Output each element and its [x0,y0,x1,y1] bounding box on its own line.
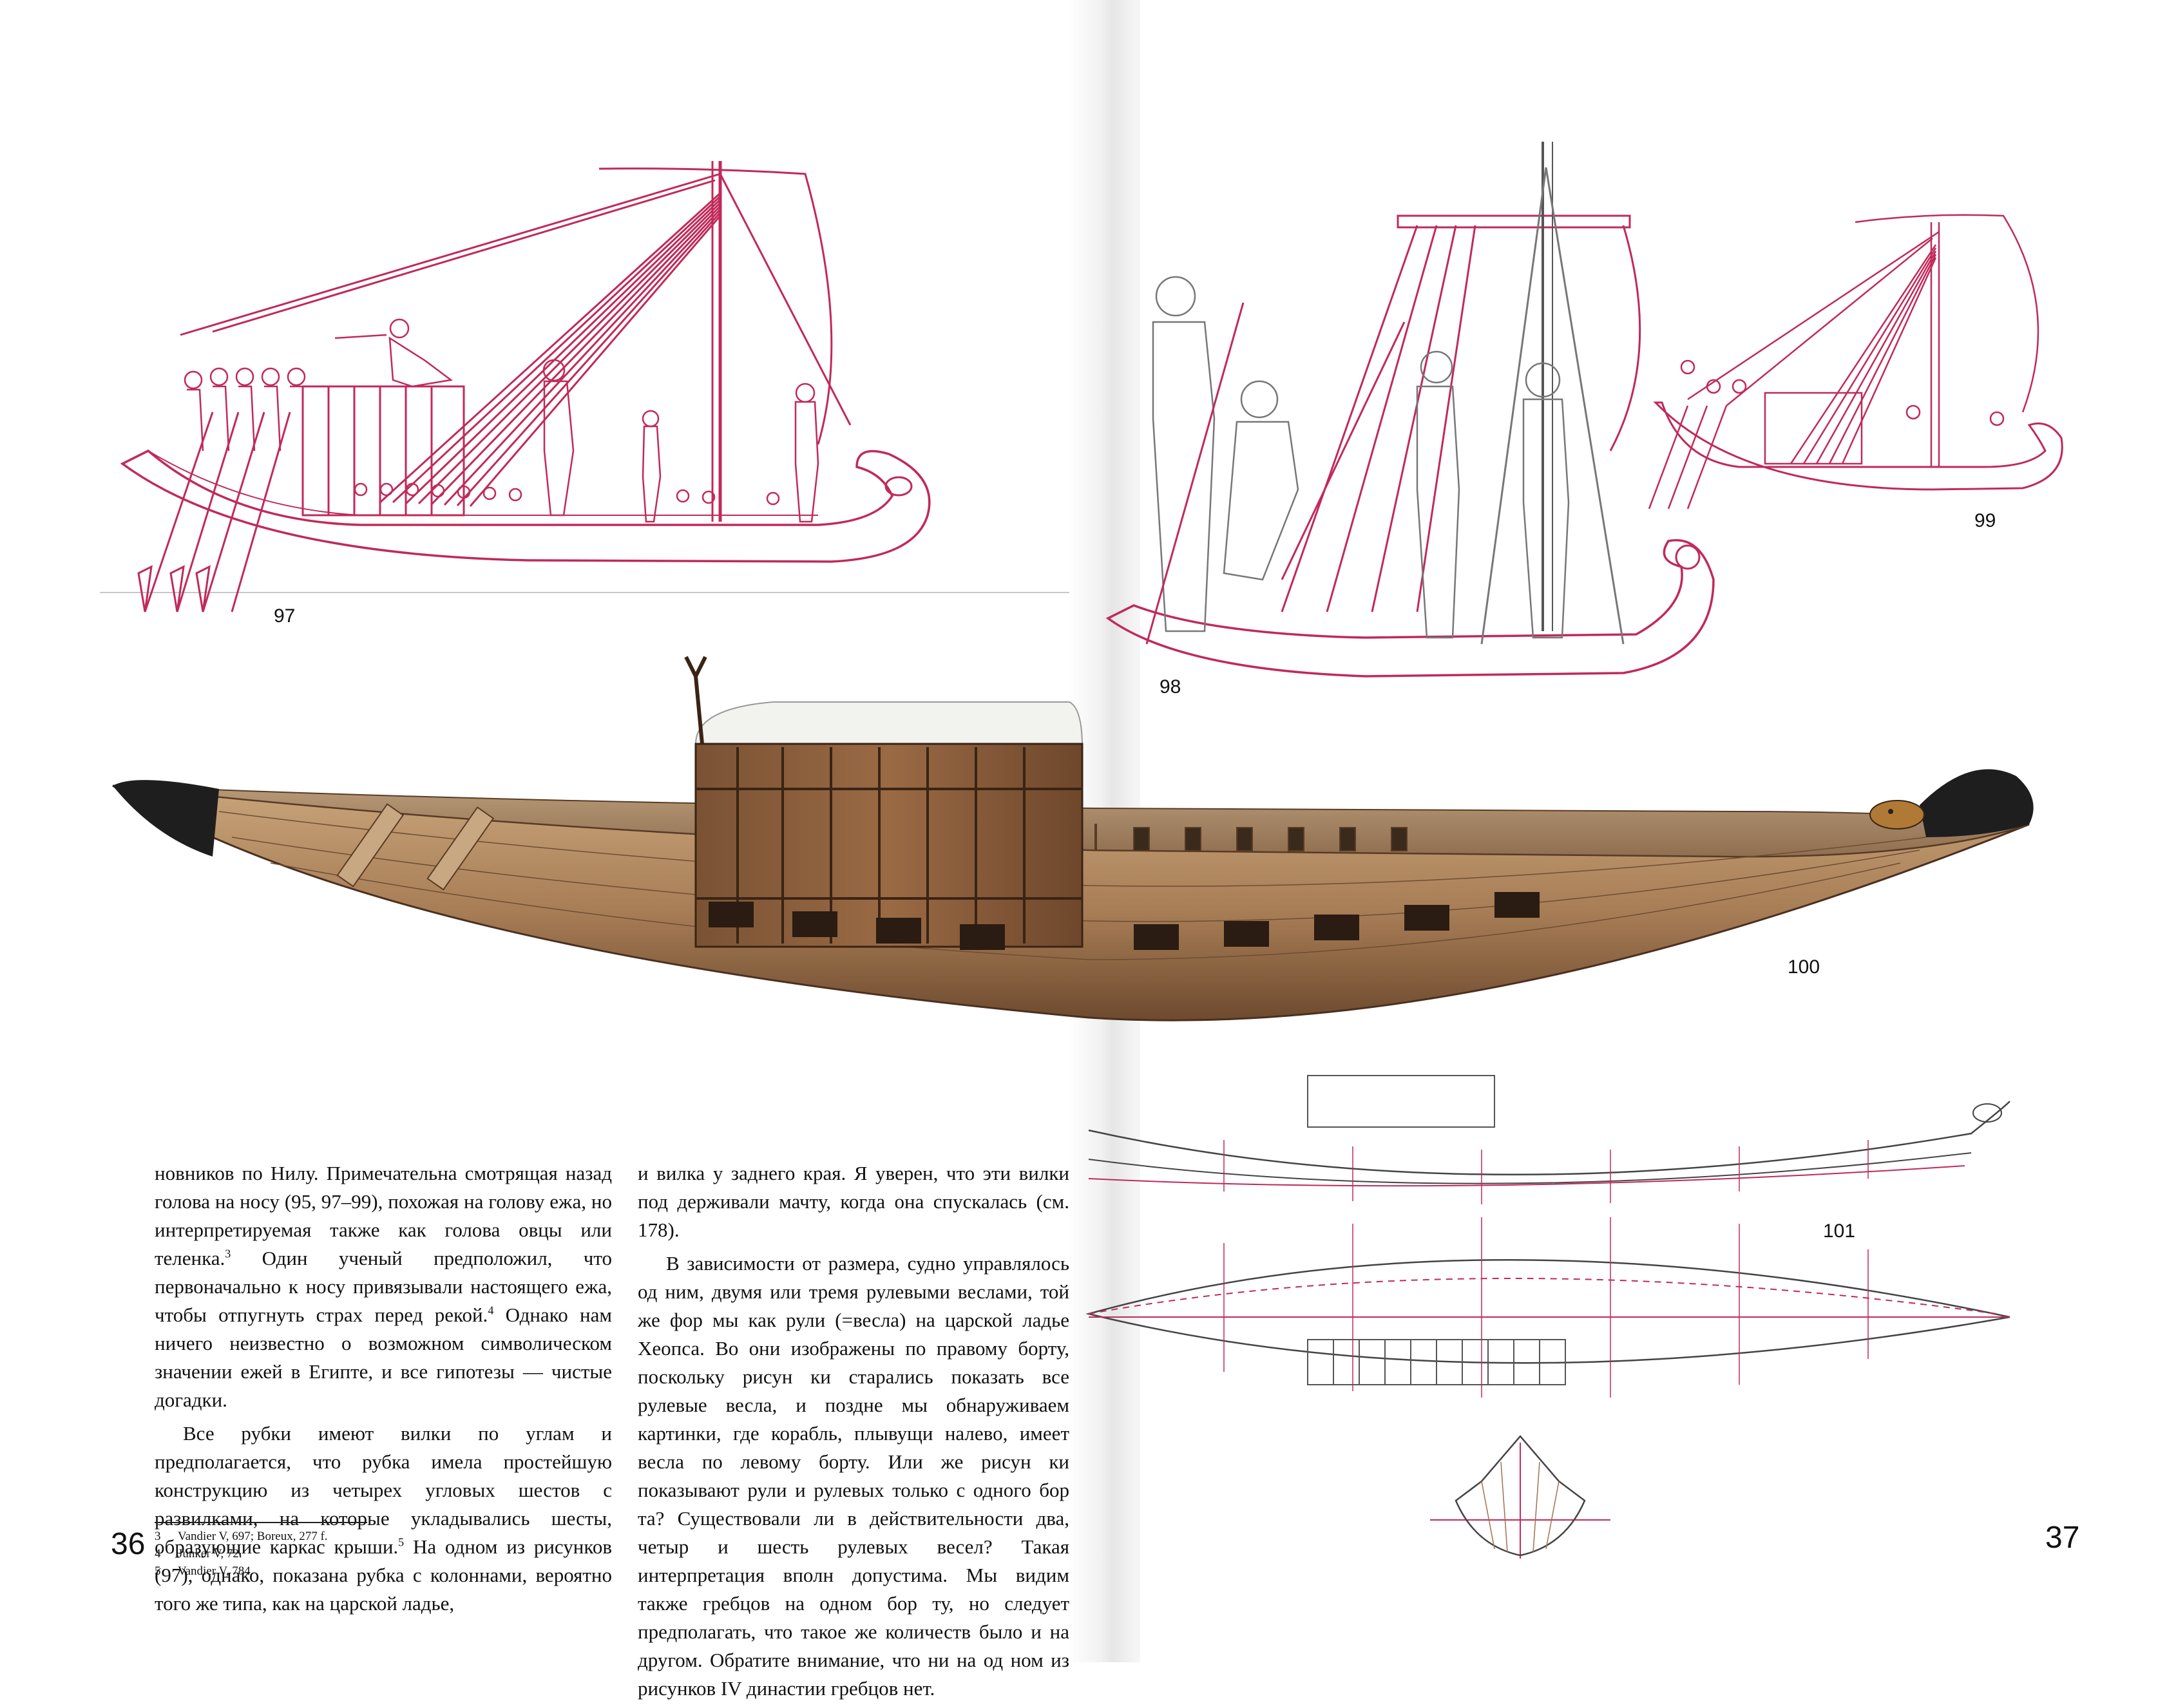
paragraph-3: и вилка у заднего края. Я уверен, что эт… [638,1162,1069,1241]
figure-98-label: 98 [1160,676,1181,697]
paragraph-1: новников по Нилу. Примечательна смотряща… [155,1162,612,1411]
figure-97-label: 97 [274,605,296,627]
text-column-2: и вилка у заднего края. Я уверен, что эт… [638,1159,1069,1708]
page-number-left: 36 [111,1527,146,1561]
page-number-right: 37 [2045,1521,2080,1555]
figure-101-plans [1085,1075,2010,1559]
figure-101-label: 101 [1823,1220,1856,1242]
paragraph-4: В зависимости от размера, судно управлял… [638,1252,1069,1700]
book-spread: 97 98 99 100 101 новников по Нилу. Приме… [100,0,2080,1700]
figure-97-drawing [100,161,1069,612]
paragraph-2: Все рубки имеют вилки по углам и предпол… [155,1422,612,1615]
figure-99-drawing [1648,214,2063,509]
figure-100-label: 100 [1788,956,1820,978]
illustrations [100,142,2063,1559]
figure-100-boat-model [112,656,2034,1021]
figure-99-label: 99 [1974,510,1996,531]
text-column-1: новников по Нилу. Примечательна смотряща… [155,1159,612,1623]
footnote-rule [155,1522,367,1523]
figure-98-drawing [1105,142,1715,678]
